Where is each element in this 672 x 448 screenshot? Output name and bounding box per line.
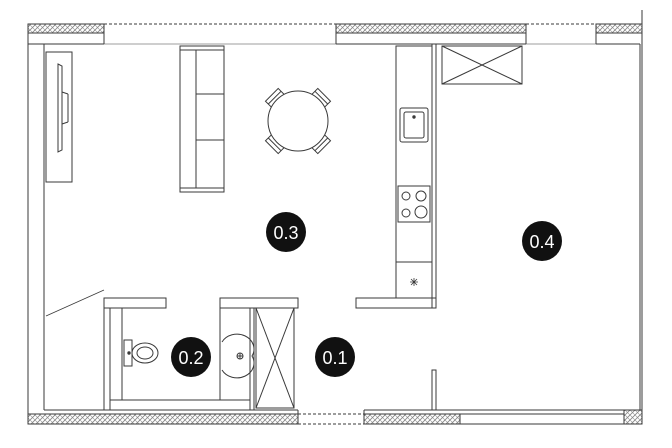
- room-label-living: 0.3: [273, 223, 298, 243]
- room-tag-entry: 0.1: [315, 337, 355, 377]
- room-label-bedroom: 0.4: [529, 232, 554, 252]
- closet: [441, 45, 523, 85]
- tv-stand: [45, 51, 73, 183]
- sofa: [179, 45, 225, 193]
- stove-icon: [397, 185, 431, 223]
- kitchen-counter: [395, 45, 433, 299]
- exterior-wall-bottom: [27, 409, 625, 425]
- washbasin-icon: [221, 333, 255, 379]
- room-label-entry: 0.1: [322, 348, 347, 368]
- exterior-wall-top: [27, 23, 643, 45]
- interior-walls: [45, 43, 437, 411]
- shower: [255, 307, 295, 409]
- room-tag-wc: 0.2: [171, 337, 211, 377]
- exterior-wall-right: [623, 10, 643, 425]
- toilet-icon: [123, 339, 159, 367]
- room-label-wc: 0.2: [178, 348, 203, 368]
- room-tag-bedroom: 0.4: [522, 221, 562, 261]
- exterior-wall-left: [27, 24, 45, 424]
- room-tag-living: 0.3: [266, 212, 306, 252]
- fridge-icon: [410, 278, 418, 286]
- dining-table: [264, 87, 332, 155]
- sink-icon: [399, 107, 429, 143]
